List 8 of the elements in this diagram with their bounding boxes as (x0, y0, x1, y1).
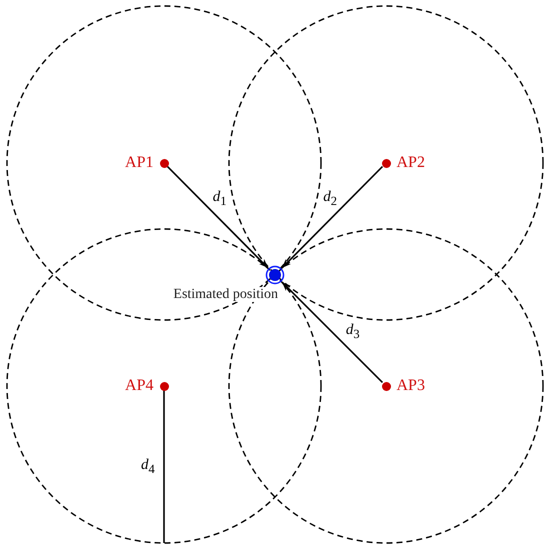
access-point-label: AP1 (125, 154, 154, 172)
access-point-label: AP2 (396, 154, 425, 172)
arrow (166, 166, 269, 268)
access-point-label: AP4 (125, 377, 154, 395)
arrow (281, 166, 384, 268)
access-point-label: AP3 (396, 377, 425, 395)
position-label: Estimated position (171, 287, 280, 302)
arrow (282, 282, 384, 384)
